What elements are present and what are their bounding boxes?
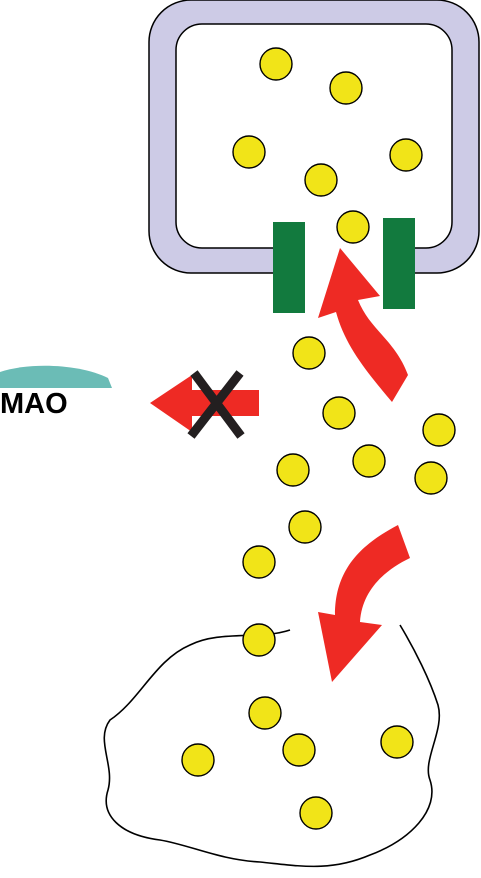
transporter-channel [273, 218, 415, 313]
molecule [299, 796, 333, 830]
target-cell [103, 624, 441, 868]
x-cross-icon [187, 370, 245, 439]
left-arrow-icon [150, 375, 259, 432]
curved-arrow-icon-reuptake [318, 248, 408, 402]
curved-arrow-icon-release [318, 525, 410, 682]
channel-right-bar [383, 218, 415, 309]
molecule [259, 47, 293, 81]
molecule [336, 210, 370, 244]
blocked-arrow [150, 370, 259, 439]
molecule [181, 743, 215, 777]
molecule [322, 396, 356, 430]
molecule [242, 623, 276, 657]
mao-label: MAO [0, 388, 68, 420]
molecule [288, 510, 322, 544]
molecule [232, 135, 266, 169]
molecule [248, 696, 282, 730]
molecule [389, 138, 423, 172]
molecule [282, 733, 316, 767]
molecules [181, 47, 456, 830]
channel-left-bar [273, 222, 305, 313]
vesicle [148, 0, 480, 274]
molecule [352, 444, 386, 478]
molecule [242, 545, 276, 579]
molecule [380, 725, 414, 759]
molecule [422, 413, 456, 447]
molecule [276, 453, 310, 487]
molecule [304, 163, 338, 197]
molecule [292, 336, 326, 370]
molecule [414, 461, 448, 495]
molecule [329, 71, 363, 105]
mao-enzyme-shape [0, 365, 112, 388]
